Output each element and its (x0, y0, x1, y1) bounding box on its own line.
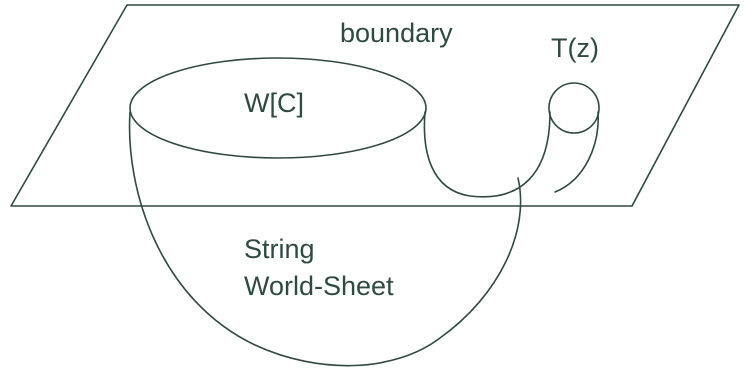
world-sheet-tube (423, 111, 551, 198)
surface-label-line1: String (244, 234, 315, 264)
boundary-plane (10, 4, 740, 207)
operator-insertion-disk (548, 82, 600, 134)
surface-label-line2: World-Sheet (244, 271, 394, 301)
world-sheet-surface (128, 111, 522, 367)
operator-label: T(z) (551, 33, 599, 63)
world-sheet-tube-inner (554, 111, 599, 193)
wilson-loop-label: W[C] (244, 88, 304, 118)
wilson-loop-disk (129, 57, 427, 159)
boundary-label: boundary (340, 18, 453, 48)
